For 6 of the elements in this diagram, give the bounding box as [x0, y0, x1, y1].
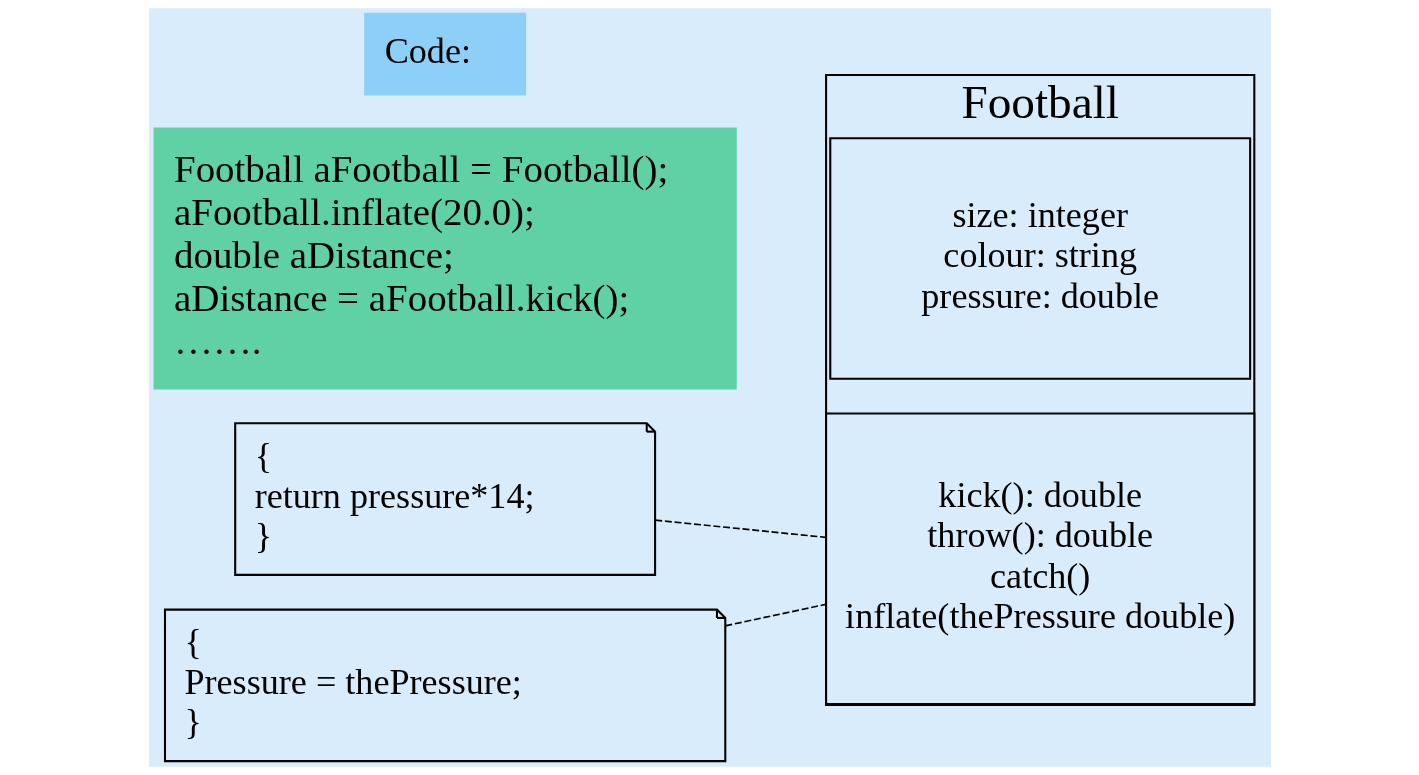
- node-box: kick(): double throw(): double catch() inflate(thePressure double): [824, 412, 1255, 706]
- node-box: Football aFootball = Football(); aFootball.inflate(20.0); double aDistance; aDistance = aFootball.kick(); …….: [153, 127, 737, 390]
- node-box: size: integer colour: string pressure: double: [828, 137, 1251, 380]
- node-box: Code:: [363, 12, 526, 96]
- connector: [654, 519, 827, 539]
- connector: [724, 603, 827, 627]
